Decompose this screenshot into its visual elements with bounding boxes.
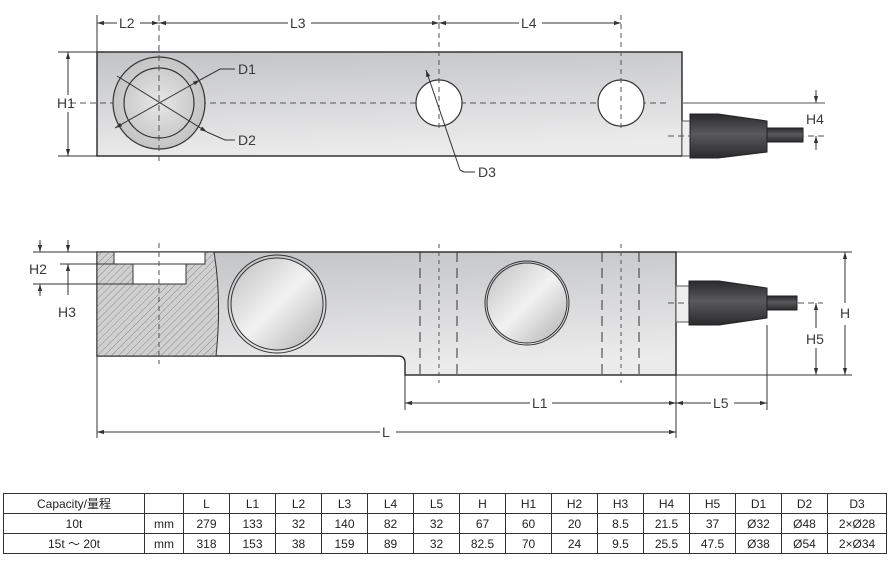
- table-cell: 279: [183, 513, 230, 534]
- header-cell: H: [459, 493, 506, 514]
- top-view: D1 D2 D3 H4 H1 L2 L3 L4: [57, 15, 825, 180]
- label-l1: L1: [532, 395, 548, 411]
- table-cell: 10t: [3, 513, 145, 534]
- header-cell: L4: [367, 493, 414, 514]
- hidden-lines: [419, 252, 640, 375]
- table-cell: 32: [275, 513, 322, 534]
- label-l3: L3: [290, 15, 306, 31]
- spec-table: Capacity/量程 L L1 L2 L3 L4 L5 H H1 H2 H3 …: [3, 493, 887, 554]
- header-cell: D2: [781, 493, 828, 514]
- table-cell: 70: [505, 533, 552, 554]
- table-cell: 15t ～ 20t: [3, 533, 145, 554]
- table-cell: 60: [505, 513, 552, 534]
- header-cell: L5: [413, 493, 460, 514]
- through-hole-2: [597, 79, 645, 127]
- table-cell: 140: [321, 513, 368, 534]
- table-cell: 153: [229, 533, 276, 554]
- label-l: L: [382, 424, 390, 440]
- table-cell: 21.5: [643, 513, 690, 534]
- cable: [766, 127, 804, 143]
- label-h2: H2: [29, 261, 47, 277]
- table-header-row: Capacity/量程 L L1 L2 L3 L4 L5 H H1 H2 H3 …: [3, 493, 887, 514]
- label-h1: H1: [57, 95, 75, 111]
- table-cell: 38: [275, 533, 322, 554]
- d1-leader: [114, 79, 201, 129]
- table-row: 15t ～ 20t mm 318 153 38 159 89 32 82.5 7…: [3, 533, 887, 554]
- table-cell: 159: [321, 533, 368, 554]
- label-d3: D3: [478, 164, 496, 180]
- label-h4: H4: [806, 111, 824, 127]
- table-cell: Ø48: [781, 513, 828, 534]
- table-cell: Ø54: [781, 533, 828, 554]
- gauge-cover-2-ring: [484, 260, 570, 346]
- table-cell: 2×Ø34: [827, 533, 887, 554]
- header-cell: H1: [505, 493, 552, 514]
- header-cell: L2: [275, 493, 322, 514]
- label-l2: L2: [119, 15, 135, 31]
- header-cell: [144, 493, 184, 514]
- table-cell: 32: [413, 533, 460, 554]
- gauge-cover-1-ring: [227, 254, 327, 354]
- table-cell: 67: [459, 513, 506, 534]
- header-cell: D1: [735, 493, 782, 514]
- label-h: H: [840, 305, 850, 321]
- d3-leader: [425, 69, 461, 171]
- header-cell: H2: [551, 493, 598, 514]
- table-cell: 24: [551, 533, 598, 554]
- gauge-cover-2: [486, 262, 568, 344]
- table-cell: 37: [689, 513, 736, 534]
- gauge-cover-1: [230, 257, 324, 351]
- side-view: H H5 H2 H3 L1 L5 L: [29, 240, 852, 440]
- table-cell: 32: [413, 513, 460, 534]
- table-cell: 47.5: [689, 533, 736, 554]
- label-l4: L4: [521, 15, 537, 31]
- load-cell-drawing: D1 D2 D3 H4 H1 L2 L3 L4: [29, 15, 852, 440]
- table-cell: 8.5: [597, 513, 644, 534]
- connector-nut-side: [675, 285, 691, 323]
- table-cell: 82.5: [459, 533, 506, 554]
- label-h3: H3: [58, 304, 76, 320]
- header-cell: L: [183, 493, 230, 514]
- table-cell: 2×Ø28: [827, 513, 887, 534]
- table-cell: Ø32: [735, 513, 782, 534]
- label-d1: D1: [238, 61, 256, 77]
- table-cell: mm: [144, 533, 184, 554]
- header-cell: L1: [229, 493, 276, 514]
- table-cell: mm: [144, 513, 184, 534]
- table-cell: 82: [367, 513, 414, 534]
- table-cell: Ø38: [735, 533, 782, 554]
- table-cell: 89: [367, 533, 414, 554]
- header-cell: D3: [827, 493, 887, 514]
- label-l5: L5: [713, 395, 729, 411]
- label-d2: D2: [238, 132, 256, 148]
- table-cell: 133: [229, 513, 276, 534]
- table-cell: 318: [183, 533, 230, 554]
- header-cell: H3: [597, 493, 644, 514]
- header-cell: L3: [321, 493, 368, 514]
- table-row: 10t mm 279 133 32 140 82 32 67 60 20 8.5…: [3, 513, 887, 534]
- header-cell: H5: [689, 493, 736, 514]
- table-cell: 25.5: [643, 533, 690, 554]
- section-hatch: [96, 251, 220, 357]
- label-h5: H5: [806, 331, 824, 347]
- header-cell: H4: [643, 493, 690, 514]
- header-cell: Capacity/量程: [3, 493, 145, 514]
- through-hole-1: [415, 79, 463, 127]
- table-cell: 9.5: [597, 533, 644, 554]
- table-cell: 20: [551, 513, 598, 534]
